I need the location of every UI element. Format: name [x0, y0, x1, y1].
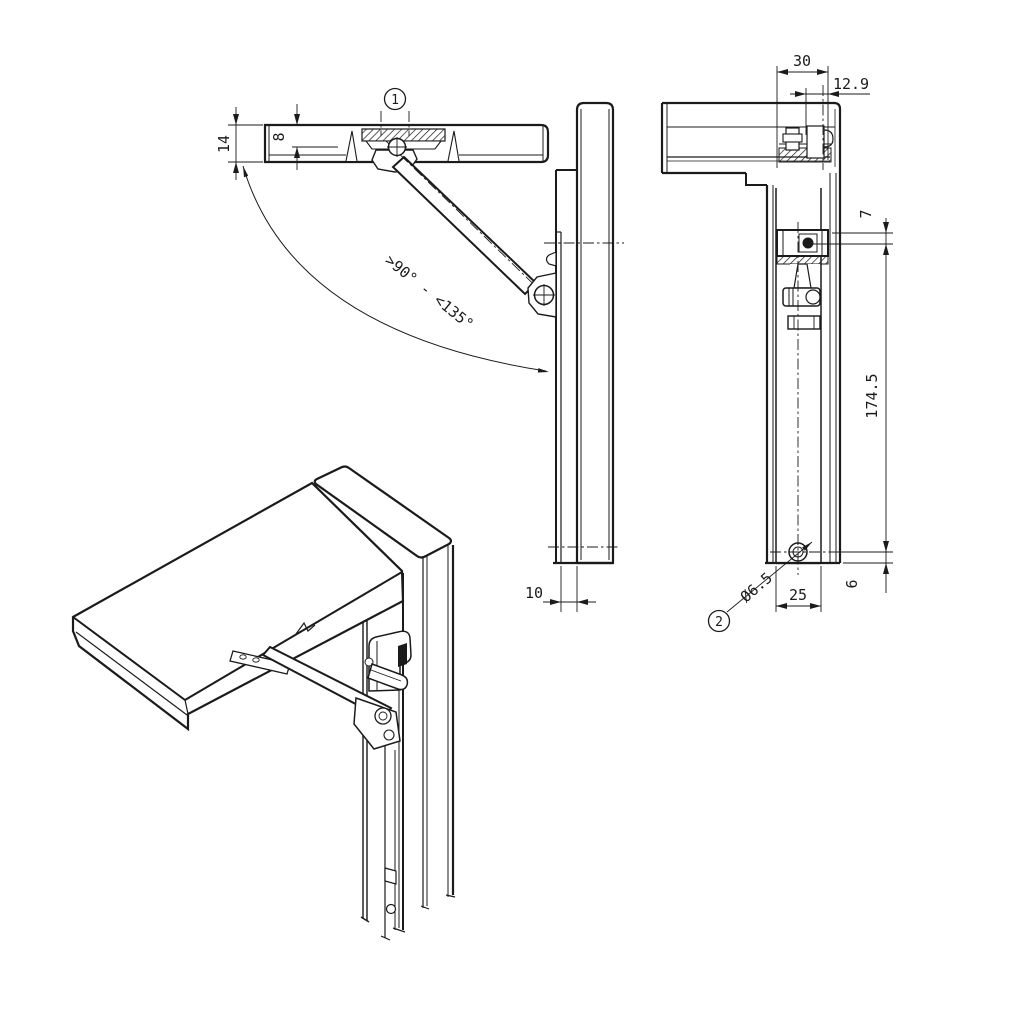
dim-174-5-label: 174.5	[863, 373, 881, 418]
dim-30-label: 30	[793, 52, 811, 70]
front-view-clamp-block	[776, 229, 829, 265]
dim-14-label: 14	[215, 135, 233, 153]
iso-pin	[367, 663, 409, 691]
callout-1-label: 1	[391, 93, 399, 108]
dim-6-label: 6	[843, 579, 861, 588]
dim-8-label: 8	[270, 132, 288, 141]
dim-12-9: 12.9	[790, 75, 870, 135]
dim-25-label: 25	[789, 586, 807, 604]
support-arm	[385, 140, 557, 307]
dim-10: 10	[525, 566, 596, 612]
dim-hole-label: Ø6.5	[737, 569, 776, 606]
dim-12-9-label: 12.9	[833, 75, 869, 93]
upper-fixing-hole	[802, 237, 814, 249]
dim-25: 25	[775, 566, 822, 612]
front-view: 30 12.9 7 174.5 6	[660, 52, 893, 633]
iso-tabletop	[71, 481, 405, 732]
callout-2: 2	[707, 609, 731, 633]
dim-7-label: 7	[857, 209, 875, 218]
callout-2-label: 2	[715, 615, 723, 630]
lower-hinge	[527, 251, 557, 318]
top-hinge-screw	[387, 137, 407, 157]
front-view-top-hinge	[778, 125, 834, 163]
dim-10-label: 10	[525, 584, 543, 602]
isometric-view	[71, 465, 456, 941]
dim-chain-right: 7 174.5 6	[812, 209, 893, 593]
side-view: 1 14 8 >90° - <135°	[215, 87, 624, 612]
dim-8: 8	[270, 104, 338, 170]
front-view-pivot-joint	[782, 263, 821, 330]
iso-clamp	[353, 696, 401, 750]
catch-hook	[545, 251, 557, 267]
iso-post	[312, 465, 456, 941]
dim-14: 14	[215, 107, 263, 180]
dim-30: 30	[776, 52, 829, 168]
side-view-post	[544, 101, 624, 565]
angle-range-label: >90° - <135°	[381, 251, 477, 333]
callout-1: 1	[380, 87, 410, 136]
